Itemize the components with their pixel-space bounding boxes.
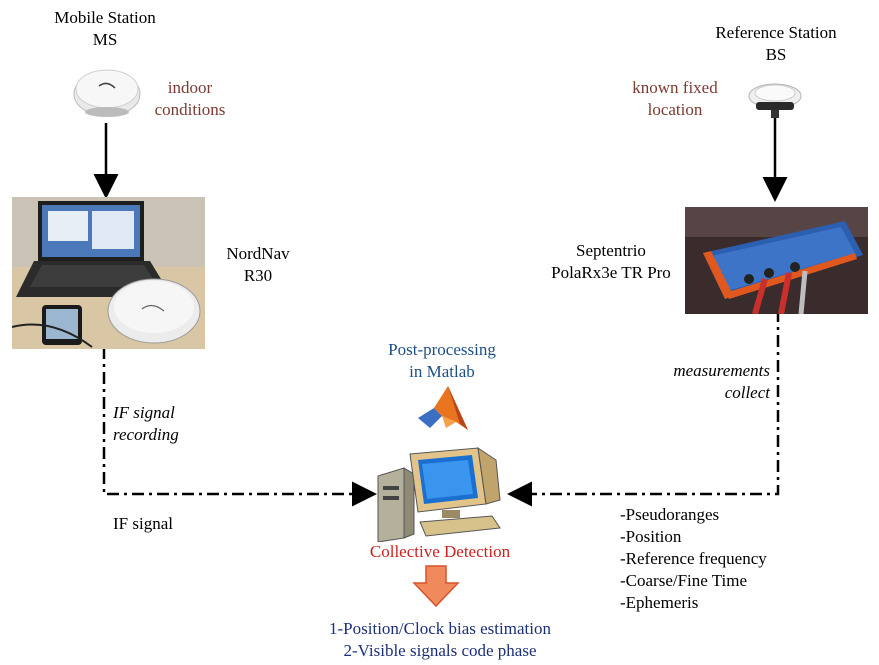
matlab-logo-icon	[418, 386, 468, 430]
bs-title-line2: BS	[765, 45, 787, 64]
if-recording-line1: IF signal	[113, 403, 175, 422]
measurement-item-reference-frequency: -Reference frequency	[620, 549, 767, 568]
measurement-item-coarse-fine-time: -Coarse/Fine Time	[620, 571, 748, 590]
collective-detection-label: Collective Detection	[369, 542, 511, 561]
ms-title: Mobile Station MS	[30, 7, 180, 51]
septentrio-label-line2: PolaRx3e TR Pro	[551, 263, 671, 282]
measurements-line2: collect	[724, 383, 770, 402]
output-line2: 2-Visible signals code phase	[343, 641, 537, 660]
output-line1: 1-Position/Clock bias estimation	[329, 619, 551, 638]
septentrio-photo	[685, 207, 868, 314]
ms-title-line1: Mobile Station	[54, 8, 156, 27]
bs-title-line1: Reference Station	[715, 23, 837, 42]
post-processing-label: Post-processing in Matlab	[362, 339, 522, 383]
nordnav-photo	[12, 197, 205, 349]
bs-antenna-icon	[748, 83, 802, 118]
bs-title: Reference Station BS	[686, 22, 866, 66]
post-processing-line2: in Matlab	[409, 362, 475, 381]
nordnav-label-line1: NordNav	[226, 244, 290, 263]
measurements-line1: measurements	[673, 361, 770, 380]
septentrio-label-line1: Septentrio	[576, 241, 646, 260]
septentrio-label: Septentrio PolaRx3e TR Pro	[540, 240, 682, 284]
ms-condition: indoor conditions	[140, 77, 240, 121]
nordnav-label: NordNav R30	[218, 243, 298, 287]
bs-location-line1: known fixed	[632, 78, 718, 97]
computer-icon	[377, 446, 501, 542]
output-down-arrow	[412, 565, 460, 608]
bs-location-line2: location	[647, 100, 703, 119]
measurements-path	[507, 310, 780, 507]
if-signal-label: IF signal	[113, 514, 173, 533]
if-signal-path	[102, 347, 377, 507]
post-processing-line1: Post-processing	[388, 340, 496, 359]
measurements-label: measurements collect	[630, 360, 770, 404]
if-recording-label: IF signal recording	[113, 402, 223, 446]
ms-antenna-icon	[73, 69, 141, 117]
ms-condition-line2: conditions	[154, 100, 226, 119]
bs-location: known fixed location	[605, 77, 745, 121]
ms-condition-line1: indoor	[167, 78, 213, 97]
nordnav-label-line2: R30	[243, 266, 273, 285]
measurement-item-position: -Position	[620, 527, 682, 546]
ms-title-line2: MS	[92, 30, 118, 49]
measurement-list: -Pseudoranges -Position -Reference frequ…	[620, 504, 860, 614]
measurement-item-pseudoranges: -Pseudoranges	[620, 505, 720, 524]
outputs-label: 1-Position/Clock bias estimation 2-Visib…	[250, 618, 630, 662]
measurement-item-ephemeris: -Ephemeris	[620, 593, 699, 612]
if-recording-line2: recording	[113, 425, 179, 444]
